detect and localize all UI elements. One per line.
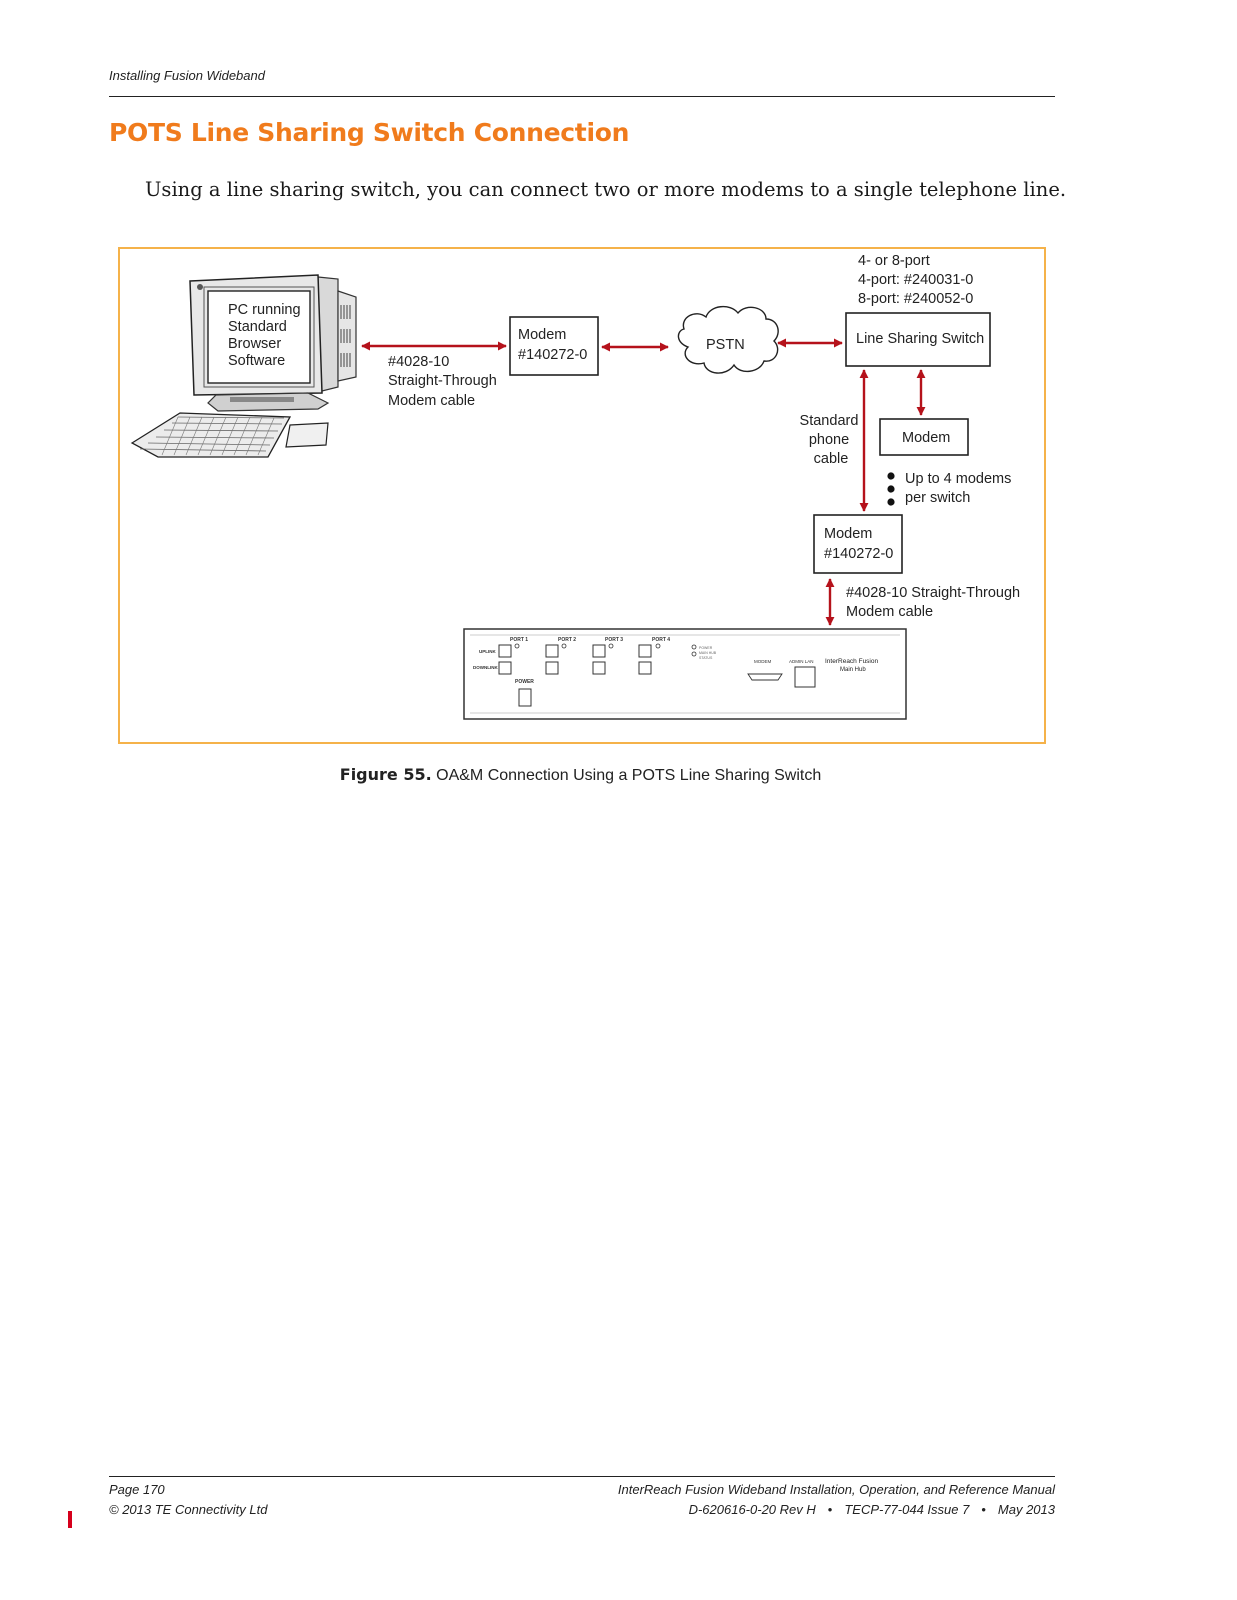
footer-copyright: © 2013 TE Connectivity Ltd — [109, 1502, 268, 1517]
modem-top-box — [509, 316, 599, 376]
modem-bottom-label: Modem #140272-0 — [824, 526, 893, 562]
modem-top-label: Modem #140272-0 — [518, 327, 587, 363]
pstn-label: PSTN — [706, 337, 745, 353]
footer-separator: • — [981, 1502, 986, 1517]
left-cable-label: #4028-10 Straight-Through Modem cable — [388, 354, 501, 409]
footer-manual-title: InterReach Fusion Wideband Installation,… — [617, 1482, 1055, 1497]
pc-label-line: Software — [228, 353, 285, 369]
change-bar — [68, 1511, 72, 1528]
bottom-cable-label: #4028-10 Straight-Through Modem cable — [846, 585, 1024, 620]
pc-computer-icon — [130, 274, 357, 458]
figure-caption-text: OA&M Connection Using a POTS Line Sharin… — [436, 767, 822, 784]
hub-model-label: Main Hub — [840, 667, 866, 673]
hub-admin-lan-label: ADMIN LAN — [789, 659, 814, 664]
hub-port-label: PORT 3 — [605, 637, 623, 643]
hub-led-label: STATUS — [699, 656, 713, 660]
footer-tecp: TECP-77-044 Issue 7 — [844, 1502, 970, 1517]
modem-bottom-box — [813, 514, 903, 574]
main-hub-panel: PORT 1 PORT 2 PORT 3 PORT 4 UPLINK DOWNL… — [463, 628, 907, 720]
modem-right-label: Modem — [902, 430, 950, 446]
footer-page-number: Page 170 — [109, 1482, 165, 1497]
header-rule — [109, 96, 1055, 97]
hub-brand-label: InterReach Fusion — [825, 658, 878, 665]
pc-label: PC running Standard Browser Software — [228, 302, 305, 369]
ellipsis-dot — [887, 472, 895, 480]
phone-cable-label: Standard phone cable — [800, 413, 863, 467]
pstn-cloud-icon — [677, 306, 779, 374]
hub-port-label: PORT 2 — [558, 637, 576, 643]
hub-led-label: POWER — [699, 646, 713, 650]
connection-diagram: PC running Standard Browser Software #40… — [130, 253, 1024, 720]
line-sharing-switch-box — [845, 312, 991, 367]
intro-paragraph: Using a line sharing switch, you can con… — [145, 178, 1067, 201]
line-sharing-switch-label: Line Sharing Switch — [856, 331, 984, 347]
footer-separator: • — [827, 1502, 833, 1517]
hub-led-label: MAIN HUB — [699, 651, 717, 655]
hub-uplink-label: UPLINK — [479, 649, 497, 654]
figure-caption: Figure 55. OA&M Connection Using a POTS … — [0, 765, 1161, 785]
pc-label-line: PC running — [228, 302, 301, 318]
hub-port-label: PORT 1 — [510, 637, 528, 643]
pc-label-line: Browser — [228, 336, 281, 352]
figure-number: Figure 55. — [339, 765, 432, 784]
ellipsis-dot — [887, 498, 895, 506]
figure-frame — [118, 247, 1046, 744]
modem-right-box — [879, 418, 969, 456]
modems-per-switch-note: Up to 4 modems per switch — [905, 471, 1015, 506]
switch-notes: 4- or 8-port 4-port: #240031-0 8-port: #… — [858, 253, 977, 307]
hub-downlink-label: DOWNLINK — [473, 665, 498, 670]
footer-rule — [109, 1476, 1055, 1477]
hub-modem-port-label: MODEM — [754, 659, 772, 664]
pc-label-line: Standard — [228, 319, 287, 335]
section-title: POTS Line Sharing Switch Connection — [109, 118, 630, 147]
hub-port-label: PORT 4 — [652, 637, 670, 643]
ellipsis-dot — [887, 485, 895, 493]
running-header: Installing Fusion Wideband — [109, 68, 265, 83]
footer-doc-info: D-620616-0-20 Rev H • TECP-77-044 Issue 7 •… — [689, 1502, 1055, 1517]
footer-date: May 2013 — [997, 1502, 1055, 1517]
hub-power-label: POWER — [515, 679, 534, 685]
footer-doc-number: D-620616-0-20 Rev H — [688, 1502, 816, 1517]
